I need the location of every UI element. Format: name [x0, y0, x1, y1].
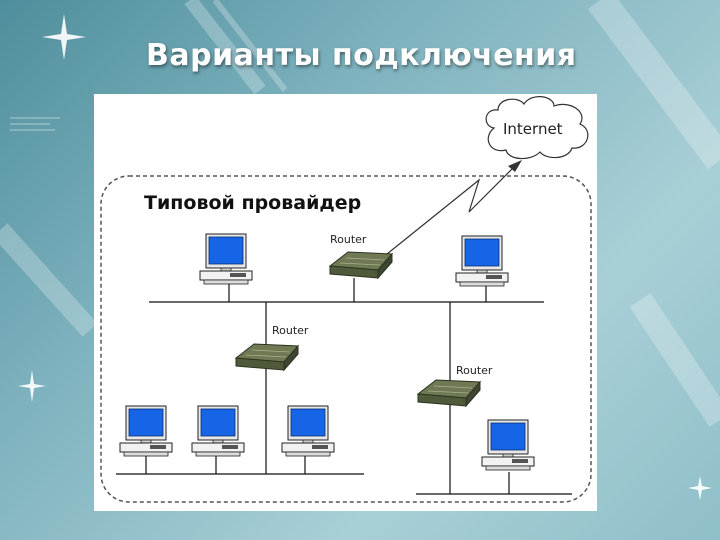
computer-top-right — [455, 235, 509, 287]
provider-boundary — [100, 175, 592, 503]
computer-bottom-2 — [191, 405, 245, 457]
router-label: Router — [330, 233, 367, 246]
computer-bottom-3 — [281, 405, 335, 457]
computer-bottom-1 — [119, 405, 173, 457]
network-diagram-canvas — [100, 96, 592, 503]
slide-title: Варианты подключения — [146, 38, 577, 73]
internet-cloud — [485, 96, 589, 160]
internet-link — [386, 165, 516, 255]
internet-label: Internet — [503, 120, 563, 138]
router-icon — [417, 379, 481, 407]
router-label: Router — [456, 364, 493, 377]
router-icon — [235, 343, 299, 371]
router-icon — [329, 251, 393, 279]
network-diagram: Типовой провайдер Internet Router Router… — [94, 94, 597, 511]
provider-label: Типовой провайдер — [144, 192, 362, 214]
router-label: Router — [272, 324, 309, 337]
computer-bottom-right — [481, 419, 535, 471]
computer-top-left — [199, 233, 253, 285]
